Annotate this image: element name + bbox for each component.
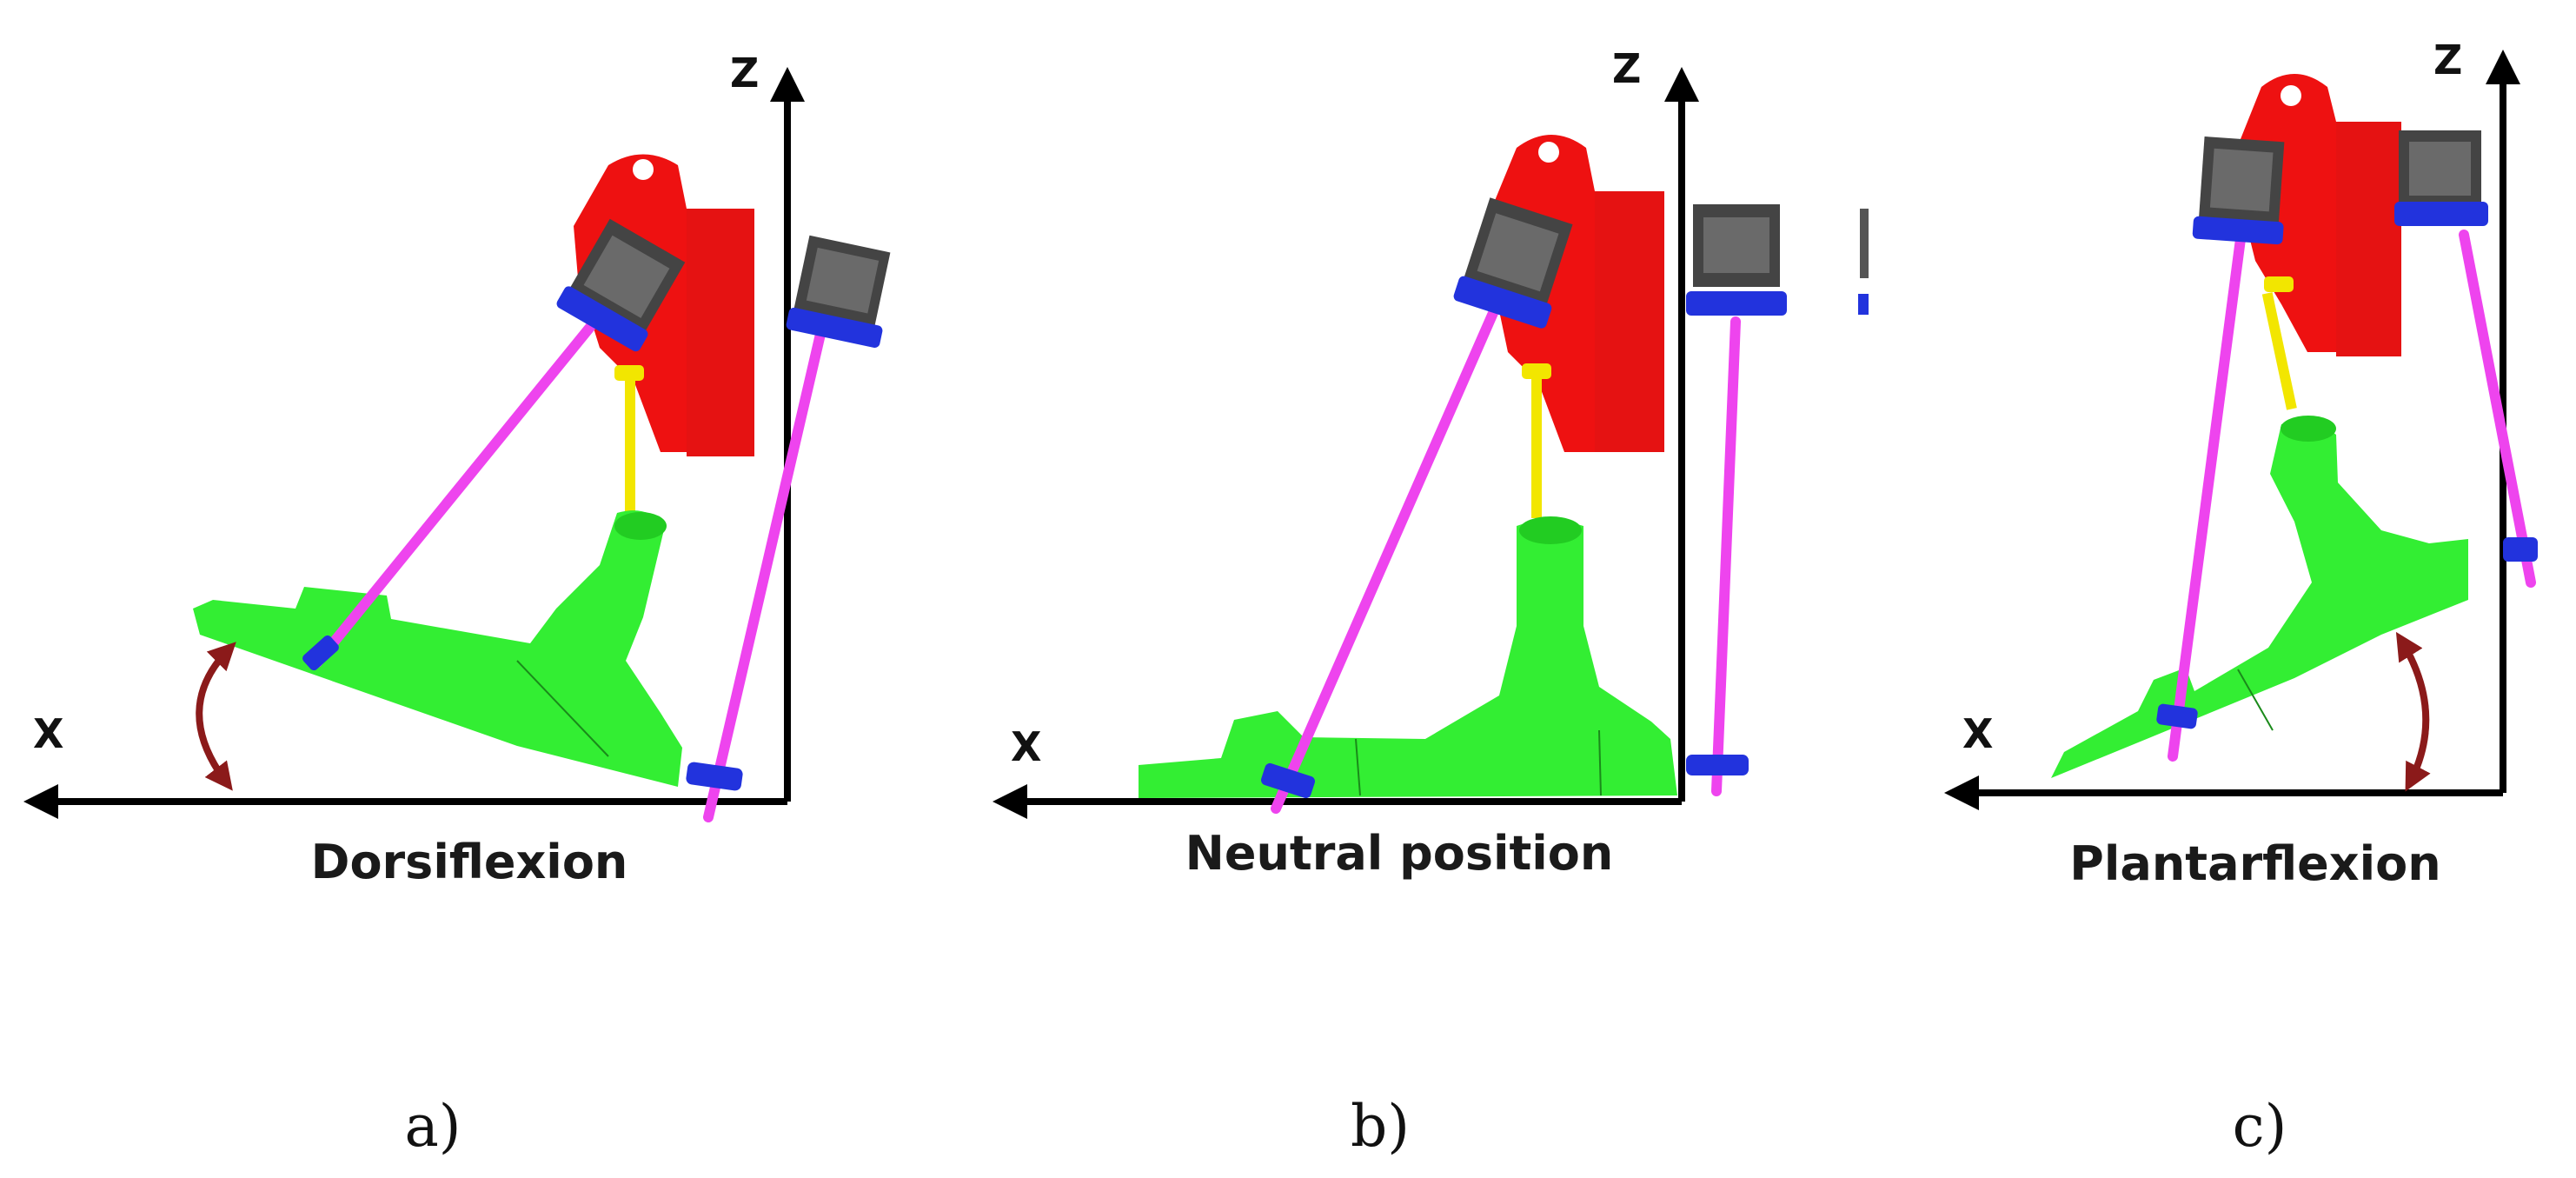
stepper-motor-rear-c	[2394, 130, 2488, 226]
actuator-rod-rear-b	[1711, 316, 1741, 796]
rod-end-cap-front-a	[302, 635, 339, 671]
z-axis-label-c: Z	[2433, 37, 2462, 83]
spring-c	[2261, 276, 2297, 410]
panel-label-b: b)	[1351, 1093, 1410, 1160]
panel-a: Z X	[23, 50, 891, 1160]
foot-module-b	[1139, 516, 1677, 798]
actuator-rod-rear-a	[703, 325, 827, 822]
spring-b	[1522, 363, 1551, 518]
z-axis-label-a: Z	[730, 50, 759, 97]
panel-b: Z X	[993, 45, 1869, 1160]
actuator-rod-rear-c	[2459, 230, 2536, 588]
foot-module-c	[2051, 416, 2468, 778]
rod-end-cap-front-b	[1261, 762, 1315, 799]
pose-label-a: Dorsiflexion	[311, 835, 628, 889]
actuator-rod-front-b	[1271, 308, 1498, 814]
spring-a	[614, 365, 644, 511]
rod-end-cap-front-c	[2156, 703, 2198, 729]
panel-c: Z X Plantarflexio	[1944, 37, 2538, 1160]
panel-label-a: a)	[404, 1093, 461, 1160]
rod-end-cap-rear-c	[2503, 537, 2538, 562]
foot-module-a	[193, 510, 682, 787]
stepper-motor-rear-b	[1686, 204, 1787, 316]
stepper-motor-front-a	[556, 218, 686, 352]
x-axis-label-c: X	[1962, 710, 1993, 757]
panel-label-c: c)	[2233, 1093, 2287, 1160]
z-axis-label-b: Z	[1612, 45, 1641, 92]
x-axis-label-a: X	[33, 710, 63, 757]
actuator-rod-front-a	[312, 321, 596, 668]
rod-end-cap-rear-b	[1686, 755, 1749, 775]
actuator-rod-front-c	[2168, 234, 2246, 762]
stepper-motor-front-c	[2192, 136, 2285, 245]
rod-end-cap-rear-a	[686, 762, 743, 791]
stepper-motor-rear-a	[786, 235, 891, 348]
x-axis-label-b: X	[1011, 723, 1041, 770]
stepper-motor-front-b	[1453, 197, 1573, 329]
angle-arrow-c	[2395, 631, 2431, 792]
partial-motor-fragment-b	[1858, 209, 1869, 315]
pose-label-b: Neutral position	[1185, 826, 1614, 881]
pose-label-c: Plantarflexion	[2069, 836, 2440, 891]
angle-arrow-a	[196, 642, 236, 791]
